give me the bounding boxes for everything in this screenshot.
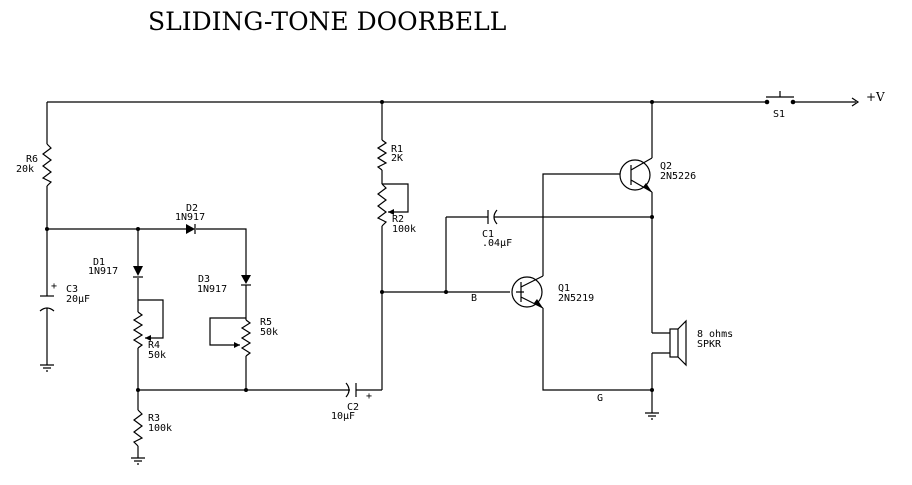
diode-d2: D2 1N917 [175, 203, 205, 234]
c1-ref: C1 [482, 229, 494, 240]
node-base-label: B [471, 293, 477, 304]
transistor-q2: Q2 2N5226 [619, 159, 696, 192]
wires [46, 97, 860, 458]
spkr-ref: SPKR [697, 339, 722, 350]
ground-output [645, 412, 659, 420]
ground-r3 [131, 457, 145, 465]
d3-ref: D3 [198, 274, 210, 285]
r5-value: 50k [260, 327, 278, 338]
capacitor-c2: + C2 10µF [331, 382, 372, 422]
speaker-spkr: 8 ohms SPKR [669, 319, 733, 367]
potentiometer-r4: R4 50k [132, 311, 166, 361]
diode-d3: D3 1N917 [197, 274, 251, 295]
d1-value: 1N917 [88, 266, 118, 277]
capacitor-c3: + C3 20µF [39, 281, 90, 312]
resistor-r1: R1 2K [376, 139, 403, 171]
node-ground-label: G [597, 393, 603, 404]
r6-ref: R6 [26, 154, 38, 165]
r2-value: 100k [392, 224, 416, 235]
spkr-value: 8 ohms [697, 329, 733, 340]
ground-c3 [40, 364, 54, 372]
d1-ref: D1 [93, 257, 105, 268]
r1-ref: R1 [391, 144, 403, 155]
r5-ref: R5 [260, 317, 272, 328]
d2-value: 1N917 [175, 212, 205, 223]
d2-ref: D2 [186, 203, 198, 214]
c2-value: 10µF [331, 411, 355, 422]
transistor-q1: Q1 2N5219 [511, 276, 594, 308]
r6-value: 20k [16, 164, 34, 175]
resistor-r6: R6 20k [16, 143, 53, 187]
switch-s1: S1 [764, 91, 796, 120]
c3-value: 20µF [66, 294, 90, 305]
c2-ref: C2 [347, 402, 359, 413]
supply-label: +V [866, 90, 885, 104]
q1-value: 2N5219 [558, 293, 594, 304]
c3-polarity: + [51, 281, 57, 292]
r2-ref: R2 [392, 214, 404, 225]
potentiometer-r5: R5 50k [234, 317, 278, 357]
junction-dots [45, 100, 654, 392]
capacitor-c1: C1 .04µF [482, 209, 512, 249]
diagram-title: SLIDING-TONE DOORBELL [148, 7, 506, 36]
c3-ref: C3 [66, 284, 78, 295]
r3-value: 100k [148, 423, 172, 434]
r3-ref: R3 [148, 413, 160, 424]
q1-ref: Q1 [558, 283, 570, 294]
r4-value: 50k [148, 350, 166, 361]
c1-value: .04µF [482, 238, 512, 249]
q2-value: 2N5226 [660, 171, 696, 182]
resistor-r3: R3 100k [132, 409, 172, 447]
potentiometer-r2: R2 100k [376, 183, 416, 235]
d3-value: 1N917 [197, 284, 227, 295]
diode-d1: D1 1N917 [88, 257, 143, 278]
c2-polarity: + [366, 391, 372, 402]
q2-ref: Q2 [660, 161, 672, 172]
r1-value: 2K [391, 153, 403, 164]
s1-ref: S1 [773, 109, 785, 120]
r4-ref: R4 [148, 340, 160, 351]
